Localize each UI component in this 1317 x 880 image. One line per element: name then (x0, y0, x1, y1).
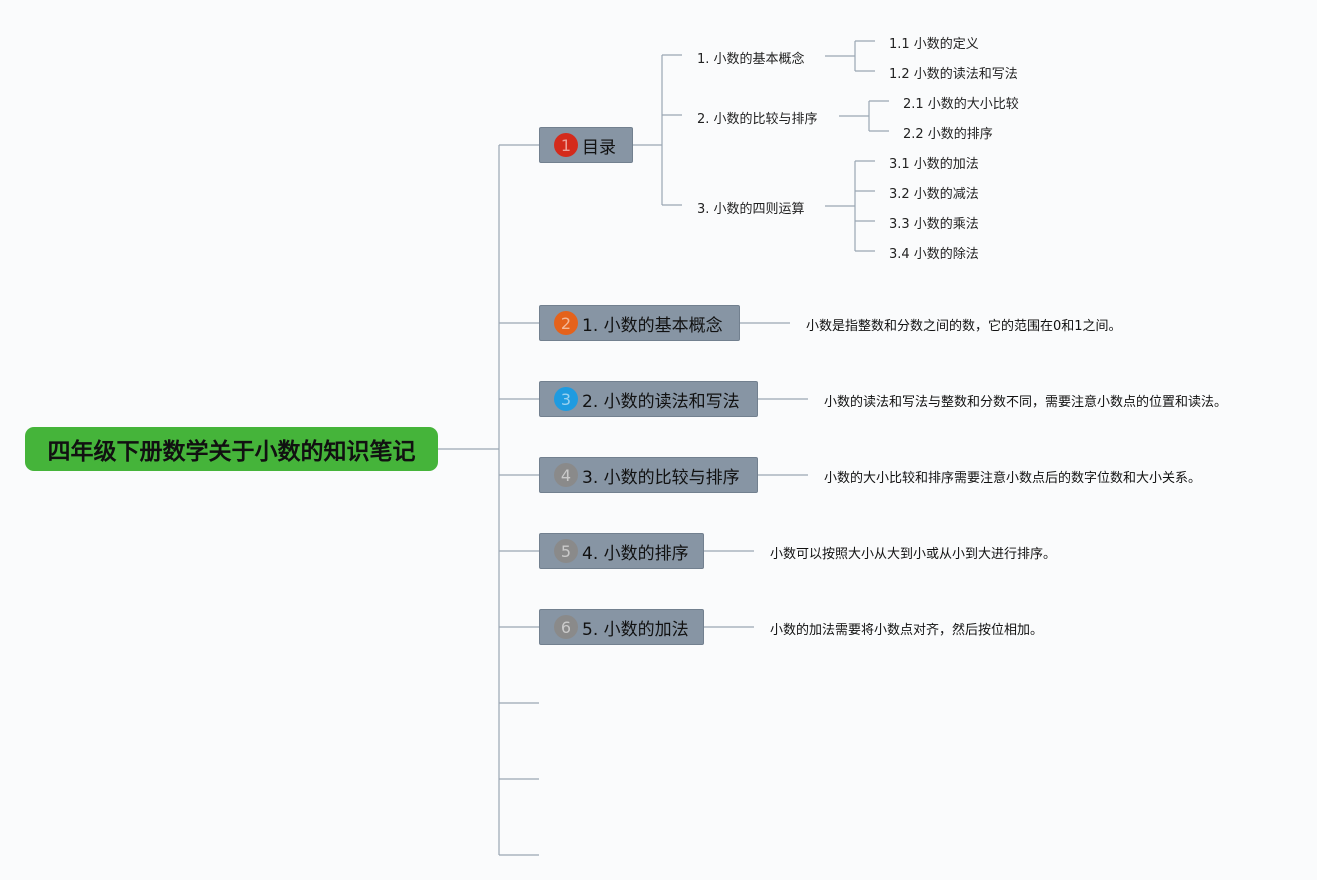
priority-3-badge: 3 (554, 387, 578, 411)
topic-toc[interactable]: 1 目录 (539, 127, 633, 163)
topic-label: 3. 小数的比较与排序 (582, 467, 740, 488)
topic-addition[interactable]: 6 5. 小数的加法 (539, 609, 704, 645)
topic-label: 目录 (582, 137, 616, 158)
topic-description: 小数是指整数和分数之间的数，它的范围在0和1之间。 (806, 319, 1122, 334)
toc-subitem[interactable]: 3.4 小数的除法 (889, 247, 979, 262)
topic-description: 小数的大小比较和排序需要注意小数点后的数字位数和大小关系。 (824, 471, 1202, 486)
priority-1-badge: 1 (554, 133, 578, 157)
topic-description: 小数的加法需要将小数点对齐，然后按位相加。 (770, 623, 1044, 638)
toc-subitem[interactable]: 3.3 小数的乘法 (889, 217, 979, 232)
topic-sorting[interactable]: 5 4. 小数的排序 (539, 533, 704, 569)
topic-description: 小数可以按照大小从大到小或从小到大进行排序。 (770, 547, 1057, 562)
topic-label: 5. 小数的加法 (582, 619, 689, 640)
topic-compare-sort[interactable]: 4 3. 小数的比较与排序 (539, 457, 758, 493)
topic-label: 2. 小数的读法和写法 (582, 391, 740, 412)
topic-description: 小数的读法和写法与整数和分数不同，需要注意小数点的位置和读法。 (824, 395, 1228, 410)
root-title: 四年级下册数学关于小数的知识笔记 (47, 439, 416, 465)
priority-2-badge: 2 (554, 311, 578, 335)
priority-6-badge: 6 (554, 615, 578, 639)
root-topic[interactable]: 四年级下册数学关于小数的知识笔记 (25, 427, 438, 471)
priority-5-badge: 5 (554, 539, 578, 563)
toc-item[interactable]: 2. 小数的比较与排序 (697, 112, 818, 127)
toc-subitem[interactable]: 1.2 小数的读法和写法 (889, 67, 1018, 82)
topic-basic-concept[interactable]: 2 1. 小数的基本概念 (539, 305, 740, 341)
topic-reading-writing[interactable]: 3 2. 小数的读法和写法 (539, 381, 758, 417)
toc-item[interactable]: 1. 小数的基本概念 (697, 52, 805, 67)
priority-4-badge: 4 (554, 463, 578, 487)
topic-label: 4. 小数的排序 (582, 543, 689, 564)
toc-item[interactable]: 3. 小数的四则运算 (697, 202, 805, 217)
toc-subitem[interactable]: 2.2 小数的排序 (903, 127, 993, 142)
toc-subitem[interactable]: 3.2 小数的减法 (889, 187, 979, 202)
toc-subitem[interactable]: 3.1 小数的加法 (889, 157, 979, 172)
toc-subitem[interactable]: 1.1 小数的定义 (889, 37, 979, 52)
toc-subitem[interactable]: 2.1 小数的大小比较 (903, 97, 1019, 112)
topic-label: 1. 小数的基本概念 (582, 315, 723, 336)
